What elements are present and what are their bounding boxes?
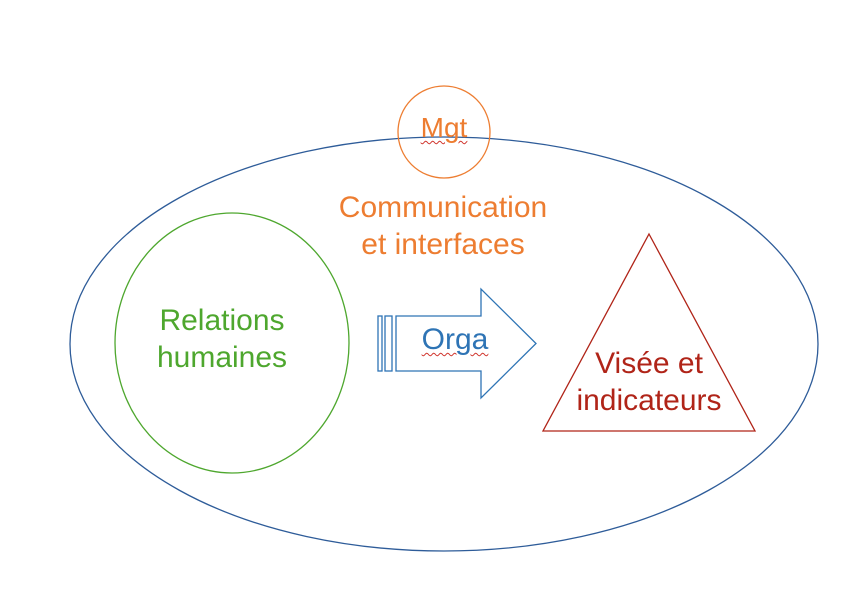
relations-label: Relations humaines: [122, 303, 322, 376]
relations-ellipse: [114, 212, 350, 474]
visee-label: Visée et indicateurs: [549, 346, 749, 419]
communication-label: Communication et interfaces: [290, 190, 596, 263]
mgt-circle: [397, 85, 491, 179]
orga-label: Orga: [400, 322, 510, 359]
visee-triangle: [541, 232, 757, 432]
mgt-label: Mgt: [394, 111, 494, 145]
communication-line-2: et interfaces: [361, 227, 525, 261]
communication-line-1: Communication: [338, 191, 548, 224]
visee-line-2: indicateurs: [576, 383, 722, 417]
relations-line-2: humaines: [156, 340, 288, 374]
relations-line-1: Relations: [159, 304, 285, 337]
arrow-body: [395, 287, 537, 400]
orga-text: Orga: [421, 323, 489, 356]
orga-arrow: [377, 287, 537, 400]
arrow-stripe-1: [377, 315, 383, 372]
visee-line-1: Visée et: [595, 347, 703, 380]
mgt-text: Mgt: [420, 112, 468, 143]
outer-ellipse: [69, 136, 819, 552]
arrow-stripe-2: [384, 315, 393, 372]
